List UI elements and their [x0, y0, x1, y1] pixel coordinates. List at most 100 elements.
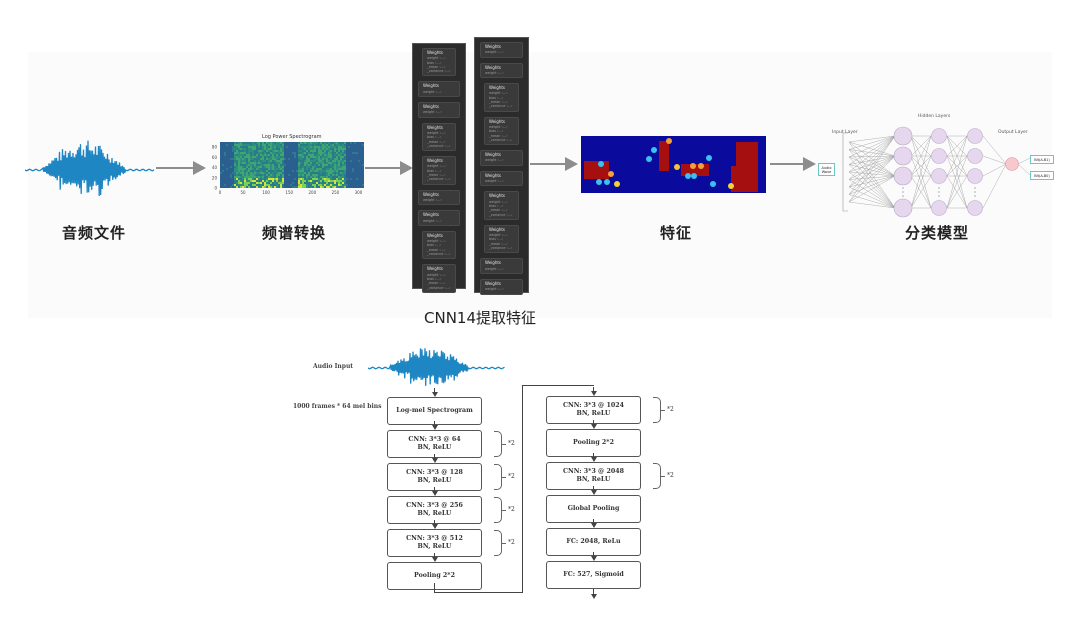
network-edge	[946, 155, 968, 177]
weights-card-row: _variance ‹…›	[427, 69, 451, 74]
flow-arrow-head	[431, 557, 438, 562]
ellipsis-dot	[902, 187, 904, 189]
network-edge	[910, 135, 932, 209]
network-edge	[1017, 163, 1031, 176]
output-node-0-label: Bit(A-B1)	[1034, 157, 1050, 162]
network-edge	[982, 163, 1007, 209]
feature-activation	[691, 173, 697, 179]
weights-card-row: weight ‹…›	[423, 218, 442, 223]
feature-activation	[666, 138, 672, 144]
weights-card-title: Weights	[427, 124, 444, 130]
spectrogram-y-tick: 80	[212, 145, 218, 150]
network-edge	[848, 175, 896, 180]
hidden-node	[931, 200, 947, 216]
connector-left-bottom	[434, 583, 435, 593]
network-edge	[1017, 157, 1031, 165]
flow-arrow-line	[434, 388, 435, 393]
weights-card-row: _mean ‹…›	[427, 281, 446, 286]
flow-block: CNN: 3*3 @ 2048 BN, ReLU	[546, 462, 641, 490]
network-edge	[946, 155, 968, 209]
flow-arrow-head	[431, 458, 438, 463]
weights-card-row: _mean ‹…›	[427, 139, 446, 144]
waveform-trace	[368, 348, 505, 386]
flow-arrow-head	[590, 490, 597, 495]
spectrogram-x-tick: 0	[219, 190, 222, 195]
network-edge	[848, 155, 896, 203]
flow-arrow-line	[593, 387, 594, 392]
network-edge	[848, 164, 896, 209]
network-edge	[848, 135, 896, 203]
network-edge	[848, 175, 896, 195]
spectrogram-y-tick: 40	[212, 165, 218, 170]
hidden-node	[893, 166, 913, 186]
network-edge	[848, 135, 896, 195]
feature-activation	[674, 164, 680, 170]
spectrogram-x-tick: 300	[355, 190, 363, 195]
weights-card-row: _variance ‹…›	[427, 143, 451, 148]
weights-card-row: bias ‹…›	[427, 276, 442, 281]
weights-card-title: Weights	[485, 172, 502, 178]
weights-card-row: bias ‹…›	[427, 243, 442, 248]
repeat-count: *2	[667, 472, 674, 479]
flow-arrow-line	[434, 520, 435, 525]
flow-arrow-line	[434, 454, 435, 459]
input-layer-label: Input Layer	[832, 130, 858, 135]
weights-card-row: weight ‹…›	[485, 287, 504, 292]
weights-card-row: _variance ‹…›	[489, 137, 513, 142]
hidden-node	[893, 126, 913, 146]
weights-card-title: Weights	[489, 85, 506, 91]
repeat-count: *2	[508, 473, 515, 480]
network-edge	[910, 175, 932, 209]
weights-card-row: _variance ‹…›	[489, 104, 513, 109]
connector-top-horizontal	[522, 385, 594, 386]
weights-card-row: _mean ‹…›	[489, 133, 508, 138]
weights-card-title: Weights	[489, 226, 506, 232]
feature-activation	[596, 179, 602, 185]
network-edge	[848, 155, 896, 195]
feature-map	[581, 136, 766, 193]
output-node-0: Bit(A-B1)	[1030, 155, 1054, 164]
hidden-node	[967, 200, 983, 216]
network-edge	[848, 135, 896, 188]
network-edge	[910, 155, 932, 209]
hidden-node	[893, 146, 913, 166]
network-edge	[848, 156, 896, 177]
feature-activation	[728, 183, 734, 189]
weights-card-row: _variance ‹…›	[489, 212, 513, 217]
feature-activation	[690, 163, 696, 169]
spectrogram-x-tick: 250	[332, 190, 340, 195]
weights-card-row: weight ‹…›	[489, 233, 508, 238]
network-edge	[946, 135, 968, 209]
weights-card-row: _mean ‹…›	[489, 100, 508, 105]
network-edge	[982, 163, 1007, 177]
audio-waveform-icon	[25, 140, 155, 197]
network-edge	[946, 175, 968, 209]
arrow-audio-to-spectrogram	[156, 161, 206, 175]
weights-card-row: _variance ‹…›	[427, 252, 451, 257]
network-edge	[946, 135, 968, 157]
flow-output-arrow	[590, 594, 597, 599]
weights-card-row: weight ‹…›	[427, 272, 446, 277]
flow-arrow-head	[431, 425, 438, 430]
connector-vertical	[522, 385, 523, 593]
repeat-brace	[494, 464, 506, 490]
repeat-brace	[653, 397, 665, 423]
flow-block: FC: 527, Sigmoid	[546, 561, 641, 589]
weights-card-title: Weights	[423, 104, 440, 110]
output-node-1-label: Bit(A-B0)	[1034, 173, 1050, 178]
weights-card-row: _variance ‹…›	[427, 285, 451, 290]
network-edge	[848, 149, 896, 157]
weights-card-row: weight ‹…›	[489, 124, 508, 129]
spectrogram-x-tick: 50	[241, 190, 247, 195]
flow-arrow-line	[593, 453, 594, 458]
feature-hot-region	[731, 166, 741, 192]
